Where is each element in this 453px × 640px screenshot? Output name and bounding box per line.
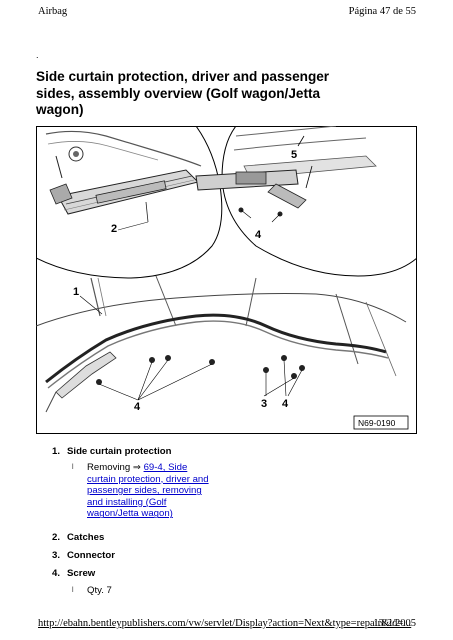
item-label: Catches: [67, 532, 105, 543]
assembly-diagram: 5 2 4 1 4 3 4 N69-0190: [36, 126, 417, 434]
detail-circle-left: [36, 126, 223, 279]
detail-circle-right: [195, 126, 417, 277]
item-number: 4.: [52, 568, 61, 579]
removing-prefix: Removing ⇒: [87, 462, 144, 473]
item-label: Screw: [67, 568, 96, 579]
callout-4-bottom: 4: [134, 401, 141, 413]
footer-date: 13/2/2005: [373, 618, 416, 629]
callout-4-top: 4: [255, 229, 262, 241]
callout-5: 5: [291, 149, 297, 161]
vehicle-body-outline: [36, 275, 407, 413]
header-title: Airbag: [38, 6, 68, 17]
callout-4-right: 4: [282, 398, 289, 410]
list-item: 2. Catches: [52, 532, 104, 543]
callout-3: 3: [261, 398, 267, 410]
page-header: Airbag Página 47 de 55: [38, 6, 416, 20]
item-number: 2.: [52, 532, 61, 543]
item-label: Side curtain protection: [67, 446, 172, 457]
page-footer: http://ebahn.bentleypublishers.com/vw/se…: [38, 618, 416, 632]
sub-item-text: Qty. 7: [87, 585, 112, 596]
sub-item-text: Removing ⇒ 69-4, Side curtain protection…: [87, 462, 217, 520]
callout-2: 2: [111, 223, 117, 235]
figure-ref: N69-0190: [358, 418, 396, 428]
bullet-icon: l: [72, 464, 74, 471]
bullet-icon: l: [72, 587, 74, 594]
stray-dot: .: [36, 50, 39, 60]
page-title: Side curtain protection, driver and pass…: [36, 69, 330, 117]
item-number: 3.: [52, 550, 61, 561]
item-number: 1.: [52, 446, 61, 457]
page-number: Página 47 de 55: [348, 6, 416, 17]
figure-ref-box: [353, 415, 409, 430]
footer-url[interactable]: http://ebahn.bentleypublishers.com/vw/se…: [38, 618, 412, 629]
list-item: 4. Screw: [52, 568, 95, 579]
removing-link[interactable]: 69-4, Side curtain protection, driver an…: [87, 462, 209, 520]
item-label: Connector: [67, 550, 115, 561]
callout-1: 1: [73, 286, 79, 298]
list-item: 3. Connector: [52, 550, 115, 561]
list-item: 1. Side curtain protection: [52, 446, 171, 457]
